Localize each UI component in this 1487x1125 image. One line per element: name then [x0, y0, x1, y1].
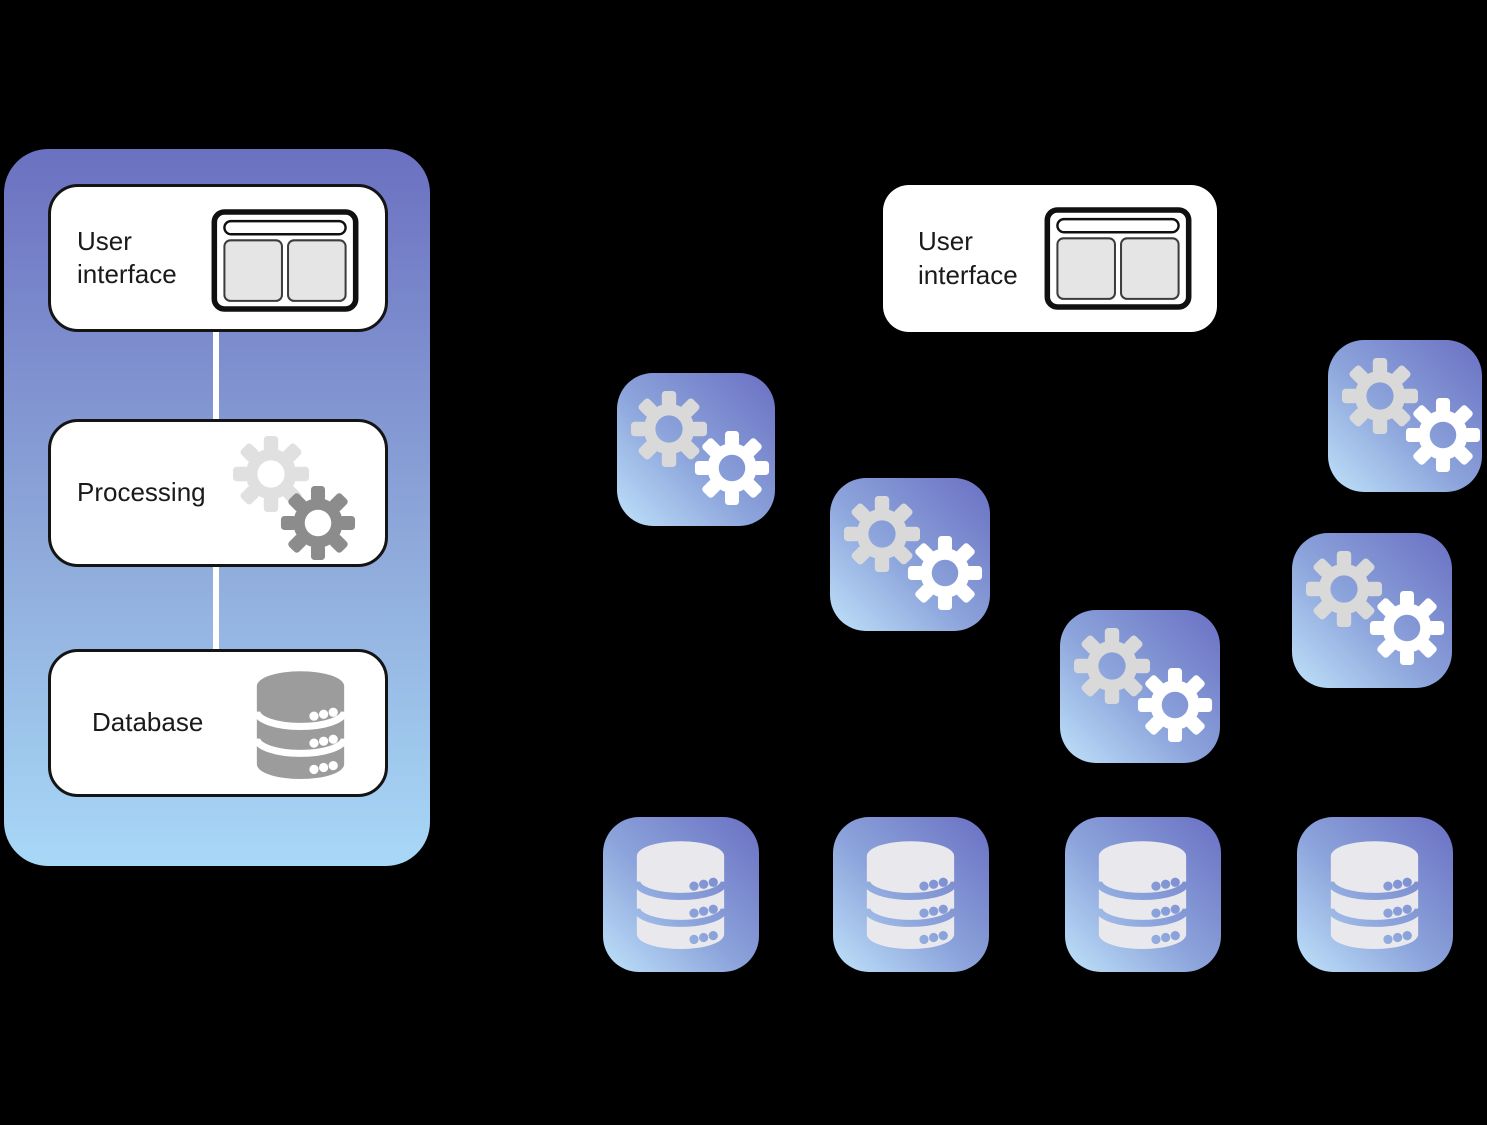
- gear-icon: [693, 429, 771, 507]
- microservice-tile: [830, 478, 990, 631]
- connector-ui-processing: [213, 332, 219, 419]
- database-icon: [633, 838, 728, 951]
- database-icon: [1095, 838, 1190, 951]
- database-tile: [603, 817, 759, 972]
- database-label: Database: [92, 707, 204, 738]
- database-icon: [1327, 838, 1422, 951]
- browser-window-icon: [210, 209, 360, 312]
- monolith-panel: User interface Processing Database: [4, 149, 430, 866]
- microservice-tile: [617, 373, 775, 526]
- gear-icon: [279, 484, 357, 562]
- database-tile: [1297, 817, 1453, 972]
- browser-window-icon: [1043, 207, 1193, 310]
- monolith-database-box: Database: [48, 649, 388, 797]
- user-interface-label: User interface: [918, 226, 1018, 290]
- database-tile: [833, 817, 989, 972]
- gear-icon: [1404, 396, 1482, 474]
- microservice-tile: [1292, 533, 1452, 688]
- database-icon: [863, 838, 958, 951]
- microservice-tile: [1328, 340, 1482, 492]
- microservice-tile: [1060, 610, 1220, 763]
- database-tile: [1065, 817, 1221, 972]
- processing-label: Processing: [77, 477, 206, 508]
- user-interface-label: User interface: [77, 225, 177, 289]
- monolith-processing-box: Processing: [48, 419, 388, 567]
- gear-icon: [1368, 589, 1446, 667]
- monolith-user-interface-box: User interface: [48, 184, 388, 332]
- gear-icon: [1136, 666, 1214, 744]
- database-icon: [253, 668, 348, 781]
- gear-icon: [906, 534, 984, 612]
- microservices-user-interface-box: User interface: [883, 185, 1217, 332]
- connector-processing-database: [213, 567, 219, 649]
